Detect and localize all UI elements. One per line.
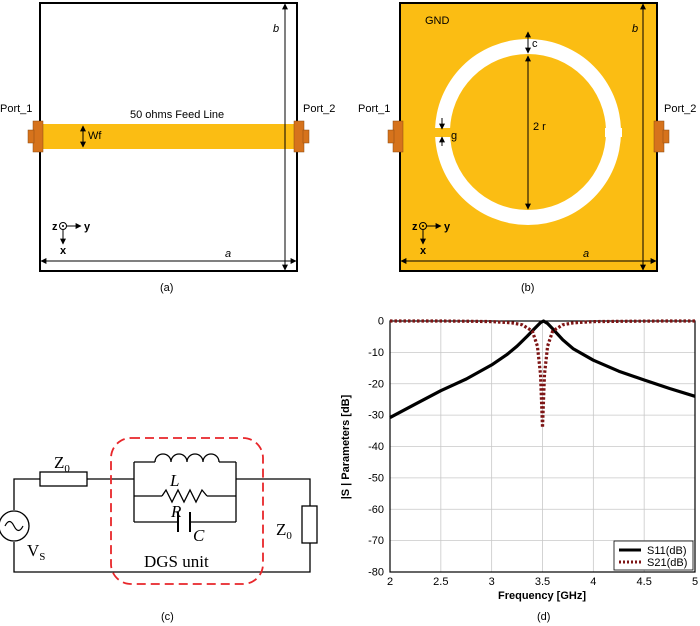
axis-x-a: x: [60, 245, 67, 257]
inductor: [154, 453, 220, 463]
feed-line: [40, 124, 297, 149]
port2-label-a: Port_2: [303, 103, 335, 115]
y-tick-label: 0: [378, 316, 384, 328]
inductor-label: L: [169, 471, 179, 490]
caption-c: (c): [161, 611, 174, 623]
sine-icon: [4, 520, 24, 532]
caption-d: (d): [537, 611, 550, 623]
port1-pin-b: [387, 129, 395, 144]
panel-a: Port_1 Port_2 50 ohms Feed Line Wf b a z…: [0, 2, 335, 294]
port2-connector-a: [293, 120, 305, 153]
x-tick-label: 5: [692, 576, 698, 588]
dim-g-label: g: [451, 130, 457, 142]
series-line-s11db: [389, 319, 696, 420]
axis-z-a: z: [52, 221, 58, 233]
z0-right-label: Z0: [276, 520, 292, 542]
wf-label: Wf: [88, 130, 102, 142]
port1-label-b: Port_1: [358, 103, 390, 115]
axes-glyph-b: z y x: [412, 221, 451, 257]
dim-b-label-a: b: [273, 23, 279, 35]
port2-pin-a: [302, 129, 310, 144]
ring-split-left: [434, 128, 451, 137]
dgs-dashed-box: [110, 437, 264, 585]
y-tick-label: -20: [368, 378, 384, 390]
port2-pin-b: [662, 129, 670, 144]
x-tick-label: 4: [590, 576, 596, 588]
dim-2r-label: 2 r: [533, 121, 546, 133]
chart-legend: S11(dB) S21(dB): [613, 540, 694, 571]
axis-z-b: z: [412, 221, 418, 233]
axis-x-b: x: [420, 245, 427, 257]
legend-s11-label: S11(dB): [647, 545, 687, 557]
panel-b: Port_1 Port_2 GND c 2 r g b a z y x (b): [358, 2, 696, 294]
axis-y-a: y: [84, 221, 91, 233]
port2-label-b: Port_2: [664, 103, 696, 115]
feed-line-label: 50 ohms Feed Line: [130, 109, 224, 121]
dim-b-label-b: b: [632, 23, 638, 35]
z0-left-label: Z0: [54, 453, 70, 475]
resistor: [161, 488, 208, 504]
y-tick-label: -40: [368, 441, 384, 453]
y-tick-label: -80: [368, 567, 384, 579]
chart-gridlines: [389, 320, 696, 573]
panel-d: 2 2.5 3 3.5 4 4.5 5 0 -10 -20 -30 -40 -50 -60 -70 -80 F…: [340, 316, 698, 624]
x-tick-label: 3: [489, 576, 495, 588]
legend-s21-label: S21(dB): [647, 557, 687, 569]
chart-ylabel: |S | Parameters [dB]: [340, 394, 352, 499]
x-tick-label: 4.5: [637, 576, 652, 588]
panel-c: Z0 Z0 L R C VS DGS unit (c): [0, 437, 318, 623]
axis-y-b: y: [444, 221, 451, 233]
gnd-label: GND: [425, 15, 450, 27]
y-tick-label: -60: [368, 504, 384, 516]
dim-c-label: c: [532, 38, 538, 50]
chart-xlabel: Frequency [GHz]: [498, 590, 586, 602]
x-tick-label: 2.5: [433, 576, 448, 588]
z0-left-box: [39, 471, 88, 487]
y-tick-label: -10: [368, 347, 384, 359]
x-tick-label: 3.5: [535, 576, 550, 588]
y-tick-label: -70: [368, 535, 384, 547]
capacitor-label: C: [193, 526, 205, 545]
dgs-unit-label: DGS unit: [144, 552, 209, 571]
y-tick-label: -50: [368, 472, 384, 484]
caption-a: (a): [160, 282, 173, 294]
port1-pin-a: [27, 129, 35, 144]
ring-split-right: [605, 128, 622, 137]
z0-right-box: [301, 505, 318, 544]
vs-label: VS: [27, 541, 45, 563]
chart-ticks: 2 2.5 3 3.5 4 4.5 5 0 -10 -20 -30 -40 -50 -60 -70 -80: [368, 316, 698, 589]
x-tick-label: 2: [387, 576, 393, 588]
caption-b: (b): [521, 282, 534, 294]
chart-series: [389, 319, 696, 430]
port1-label-a: Port_1: [0, 103, 32, 115]
circuit-wires: [13, 461, 311, 573]
y-tick-label: -30: [368, 410, 384, 422]
dim-a-label-a: a: [225, 248, 231, 260]
resistor-label: R: [170, 502, 182, 521]
dim-a-label-b: a: [583, 248, 589, 260]
port2-connector-b: [653, 120, 665, 153]
port1-connector-a: [32, 120, 44, 153]
port1-connector-b: [392, 120, 404, 153]
axes-glyph-a: z y x: [52, 221, 91, 257]
